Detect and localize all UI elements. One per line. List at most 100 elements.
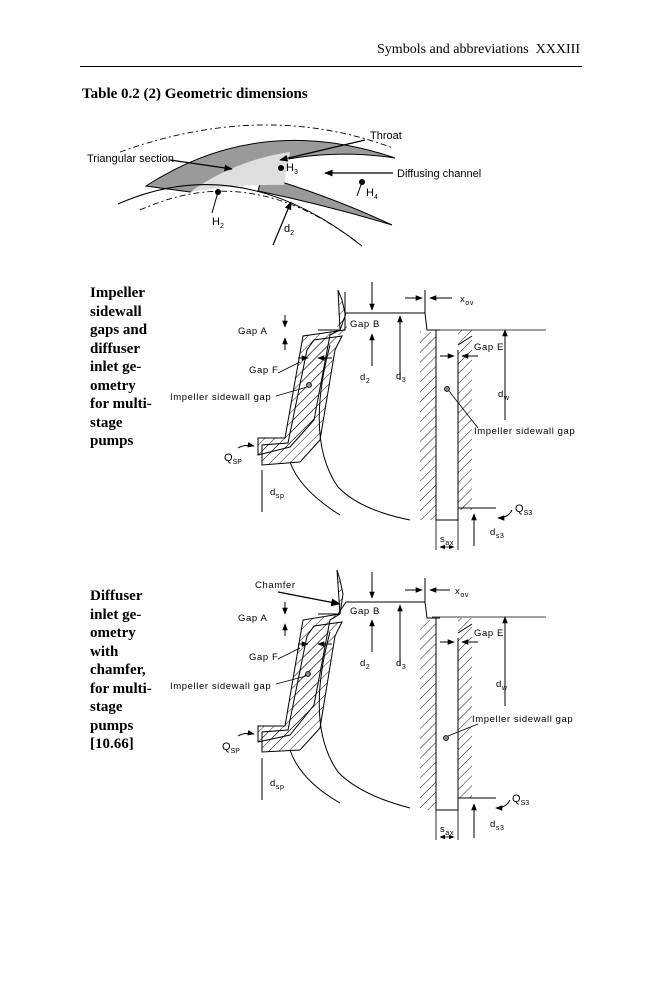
fig3-caption-line: Diffuser — [90, 588, 143, 604]
shroud-curve-outer — [318, 344, 411, 521]
gap-e-label: Gap E — [474, 342, 504, 353]
fig1-annotations: Throat Triangular section Diffusing chan… — [87, 130, 481, 246]
gap-f-label: Gap F — [249, 652, 278, 663]
casing-right-hatch — [458, 618, 472, 798]
d2-leader — [272, 201, 292, 246]
isg-right-label: Impeller sidewall gap — [474, 426, 575, 437]
diffusing-channel-label: Diffusing channel — [397, 168, 481, 180]
shroud-curve-inner — [289, 461, 341, 516]
fig2-caption-line: sidewall — [90, 303, 142, 320]
table-title: Table 0.2 (2) Geometric dimensions — [82, 86, 308, 102]
triangular-section-leader — [169, 159, 233, 172]
diffuser-wall — [435, 618, 459, 811]
qsp-arrow — [237, 442, 255, 449]
h4-label: H4 — [366, 187, 378, 201]
gap-b-label: Gap B — [350, 319, 380, 330]
isg-right-marker — [443, 735, 449, 741]
gap-a-label: Gap A — [238, 613, 267, 624]
fig1-diffuser-vanes — [117, 124, 396, 247]
isg-right-leader — [447, 723, 479, 737]
fig3-annotations: Chamfer Gap B xov Gap A d3 d2 Gap E Gap … — [170, 572, 573, 840]
chamfer-leader — [277, 591, 341, 607]
isg-left-leader — [275, 675, 307, 685]
ds3-label: ds3 — [490, 819, 504, 832]
throat-leader — [279, 139, 366, 162]
casing-right-hatch — [458, 330, 472, 510]
lower-vane — [257, 175, 393, 226]
fig3-caption-line: for multi- — [90, 680, 152, 697]
impeller-shroud — [261, 621, 343, 753]
diffuser-hatch — [420, 332, 436, 520]
d2-label: d2 — [360, 658, 370, 671]
dsp-label: dsp — [270, 778, 284, 791]
dw-label: dw — [498, 389, 510, 402]
casing-right-edge — [457, 623, 473, 634]
isg-right-label: Impeller sidewall gap — [472, 714, 573, 725]
gap-e-label: Gap E — [474, 628, 504, 639]
fig3-caption-line: with — [90, 643, 119, 660]
shroud-curve-inner — [289, 749, 341, 804]
header-text: Symbols and abbreviations XXXIII — [377, 42, 580, 58]
h2-label: H2 — [212, 216, 224, 230]
d2-label: d2 — [360, 372, 370, 385]
isg-left-leader — [275, 386, 308, 397]
fig2-caption-line: for multi- — [90, 396, 152, 412]
chamfer-label: Chamfer — [255, 580, 296, 591]
throat-label: Throat — [370, 130, 402, 142]
casing-right-edge — [457, 335, 473, 346]
fig2-caption-line: stage — [90, 414, 123, 431]
qs3-arrow — [495, 799, 511, 811]
diffuser-wall — [435, 330, 459, 521]
isg-left-marker — [306, 382, 312, 388]
fig3-caption-line: inlet ge- — [90, 606, 142, 623]
d3-label: d3 — [396, 371, 406, 384]
d3-label: d3 — [396, 658, 406, 671]
page-number: XXXIII — [535, 42, 580, 57]
impeller-outlet-outline — [318, 601, 440, 619]
dsp-label: dsp — [270, 487, 284, 500]
fig3-caption-line: stage — [90, 699, 123, 715]
fig2-caption: Impeller sidewall gaps and diffuser inle… — [90, 284, 152, 451]
dw-label: dw — [496, 679, 508, 692]
qs3-label: QS3 — [515, 503, 532, 517]
triangular-section-label: Triangular section — [87, 153, 174, 165]
isg-left-label: Impeller sidewall gap — [170, 681, 271, 692]
gap-b-label: Gap B — [350, 606, 380, 617]
isg-left-marker — [305, 671, 311, 677]
fig2-annotations: Gap B xov Gap A d3 d2 Gap E Gap F dw Imp… — [170, 282, 575, 550]
shroud-curve-outer — [318, 631, 411, 809]
fig3-caption-line: chamfer, — [90, 662, 146, 678]
fig3-drawing — [257, 569, 546, 811]
gap-f-label: Gap F — [249, 365, 278, 376]
qs3-arrow — [497, 509, 513, 521]
fig2-caption-line: diffuser — [90, 340, 140, 357]
xov-label: xov — [455, 586, 469, 599]
gap-f-leader — [277, 361, 301, 374]
fig2-caption-line: gaps and — [90, 322, 148, 338]
isg-right-leader — [448, 390, 479, 429]
gap-f-leader — [277, 647, 301, 660]
xov-label: xov — [460, 294, 474, 307]
running-header: Symbols and abbreviations XXXIII — [80, 40, 582, 67]
isg-right-marker — [444, 386, 450, 392]
ds3-label: ds3 — [490, 527, 504, 540]
isg-left-label: Impeller sidewall gap — [170, 392, 271, 403]
impeller-outer-circle — [117, 184, 363, 247]
impeller-shroud — [261, 335, 343, 466]
qsp-label: QSP — [222, 741, 240, 755]
h2-leader — [211, 191, 219, 214]
fig2-caption-line: ometry — [90, 377, 136, 394]
fig3-caption-line: ometry — [90, 625, 136, 641]
qsp-label: QSP — [224, 452, 242, 466]
h4-leader — [356, 181, 363, 197]
fig2-caption-line: inlet ge- — [90, 359, 142, 375]
triangular-section-shading — [190, 152, 290, 192]
fig3-caption: Diffuser inlet ge- ometry with chamfer, … — [90, 587, 152, 754]
running-title: Symbols and abbreviations — [377, 42, 529, 57]
fig2-drawing — [257, 289, 546, 521]
hatch-top-left — [337, 320, 347, 335]
fig3-caption-line: [10.66] — [90, 736, 134, 752]
fig3-caption-line: pumps — [90, 717, 134, 734]
sax-label: sax — [440, 534, 454, 547]
qs3-label: QS3 — [512, 793, 529, 807]
